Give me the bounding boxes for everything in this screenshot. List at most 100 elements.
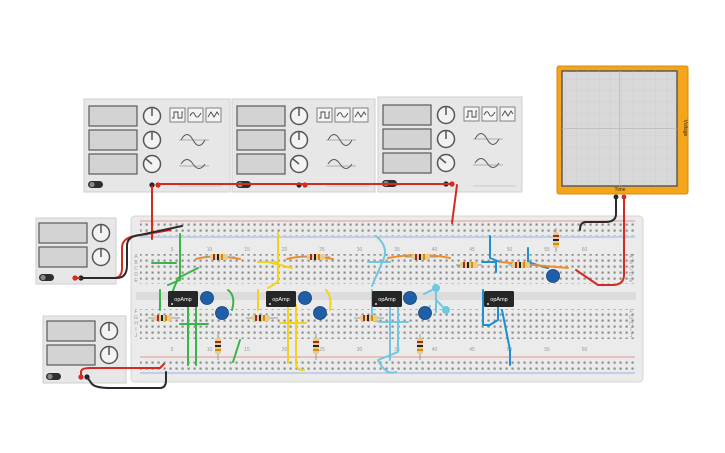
probe-node-2[interactable] (442, 306, 450, 314)
green-wire-4[interactable] (179, 304, 209, 366)
column-number: 5 (171, 347, 174, 353)
opamp-chip-3[interactable]: opAmp (372, 291, 402, 307)
square-wave-icon[interactable] (316, 107, 333, 123)
column-number: 55 (544, 347, 550, 353)
display-frequency (236, 105, 286, 127)
row-letter: I (135, 327, 136, 333)
red-wire-generator-bus[interactable] (157, 183, 453, 186)
capacitor-1[interactable] (200, 291, 214, 305)
triangle-wave-icon[interactable] (187, 107, 204, 123)
green-wire-6[interactable] (232, 339, 241, 363)
column-number: 25 (319, 247, 325, 253)
row-letter: J (630, 333, 633, 339)
opamp-chip-2[interactable]: opAmp (266, 291, 296, 307)
blue-wire-3[interactable] (482, 289, 491, 326)
resistor-9[interactable] (354, 315, 384, 321)
black-wire-oscilloscope[interactable] (579, 196, 617, 231)
triangle-wave-icon[interactable] (334, 107, 351, 123)
square-wave-icon[interactable] (169, 107, 186, 123)
sine-wave-icon[interactable] (352, 107, 369, 123)
column-number: 35 (394, 247, 400, 253)
opamp-label: opAmp (490, 297, 507, 303)
opamp-label: opAmp (272, 297, 289, 303)
function-generator-3[interactable] (377, 96, 523, 193)
opamp-chip-4[interactable]: opAmp (484, 291, 514, 307)
resistors[interactable] (148, 228, 559, 360)
opamp-chip-1[interactable]: opAmp (168, 291, 198, 307)
capacitor-4[interactable] (313, 306, 327, 320)
sine-wave-icon[interactable] (205, 107, 222, 123)
resistor-11[interactable] (313, 334, 319, 360)
power-supply-2[interactable] (42, 315, 127, 384)
wires[interactable] (74, 183, 625, 389)
capacitor-5[interactable] (403, 291, 417, 305)
row-letter: D (134, 272, 138, 278)
row-letter: I (630, 327, 631, 333)
probe-node-1[interactable] (432, 284, 440, 292)
resistor-7[interactable] (148, 315, 180, 321)
light-blue-wire-1[interactable] (371, 235, 386, 287)
yellow-wire-4[interactable] (279, 304, 307, 371)
current-display (46, 344, 96, 366)
display-amplitude (88, 129, 138, 151)
function-generator-1[interactable] (83, 98, 231, 193)
square-wave-icon[interactable] (463, 106, 480, 122)
triangle-wave-icon[interactable] (481, 106, 498, 122)
oscilloscope[interactable]: Time Voltage (556, 65, 689, 200)
opamp-chips[interactable]: opAmp opAmp opAmp opAmp (168, 291, 514, 307)
resistor-6[interactable] (553, 228, 559, 252)
yellow-wire-5[interactable] (325, 289, 332, 311)
display-amplitude (236, 129, 286, 151)
capacitor-6[interactable] (418, 306, 432, 320)
row-letter: H (134, 321, 138, 327)
red-wire-oscilloscope[interactable] (575, 196, 625, 286)
red-wire-supply-2[interactable] (80, 363, 165, 378)
resistor-8[interactable] (246, 315, 278, 321)
power-supply-1[interactable] (35, 217, 117, 285)
capacitor-7[interactable] (546, 269, 560, 283)
column-number: 20 (282, 247, 288, 253)
display-frequency (88, 105, 138, 127)
row-letter: B (134, 260, 138, 266)
red-wire-generator-3-to-board[interactable] (451, 184, 458, 224)
capacitors[interactable] (200, 269, 560, 320)
function-generator-2[interactable] (231, 98, 376, 193)
display-offset (88, 153, 138, 175)
yellow-wire-1[interactable] (267, 232, 279, 289)
black-wire-supply-1[interactable] (80, 225, 183, 279)
display-offset (382, 152, 432, 174)
capacitor-3[interactable] (298, 291, 312, 305)
power-rail-bottom[interactable] (140, 358, 635, 372)
probe-nodes[interactable] (432, 284, 450, 314)
blue-wire-4[interactable] (487, 304, 511, 366)
display-amplitude (382, 128, 432, 150)
column-number: 50 (507, 247, 513, 253)
column-number: 5 (171, 247, 174, 253)
light-blue-wire-4[interactable] (377, 304, 409, 374)
terminal-strip-bottom[interactable] (140, 309, 635, 339)
resistor-10[interactable] (215, 334, 221, 360)
capacitor-2[interactable] (215, 306, 229, 320)
resistor-3[interactable] (405, 254, 438, 260)
resistor-2[interactable] (300, 254, 330, 260)
resistor-4[interactable] (456, 262, 482, 268)
resistor-5[interactable] (508, 262, 535, 268)
row-letter: C (629, 266, 633, 272)
blue-wire-1[interactable] (489, 235, 501, 263)
offset-wave-icon (180, 159, 206, 169)
column-number: 15 (244, 247, 250, 253)
resistor-12[interactable] (417, 334, 423, 360)
sine-wave-icon[interactable] (499, 106, 516, 122)
green-wire-1[interactable] (167, 233, 181, 286)
green-wire-5[interactable] (227, 289, 235, 311)
row-letter: E (134, 278, 138, 284)
yellow-wire-2[interactable] (257, 261, 293, 269)
black-wire-supply-2[interactable] (86, 371, 167, 389)
power-rail-top[interactable] (140, 222, 635, 236)
blue-wire-2[interactable] (481, 261, 497, 273)
resistor-1[interactable] (203, 254, 235, 260)
